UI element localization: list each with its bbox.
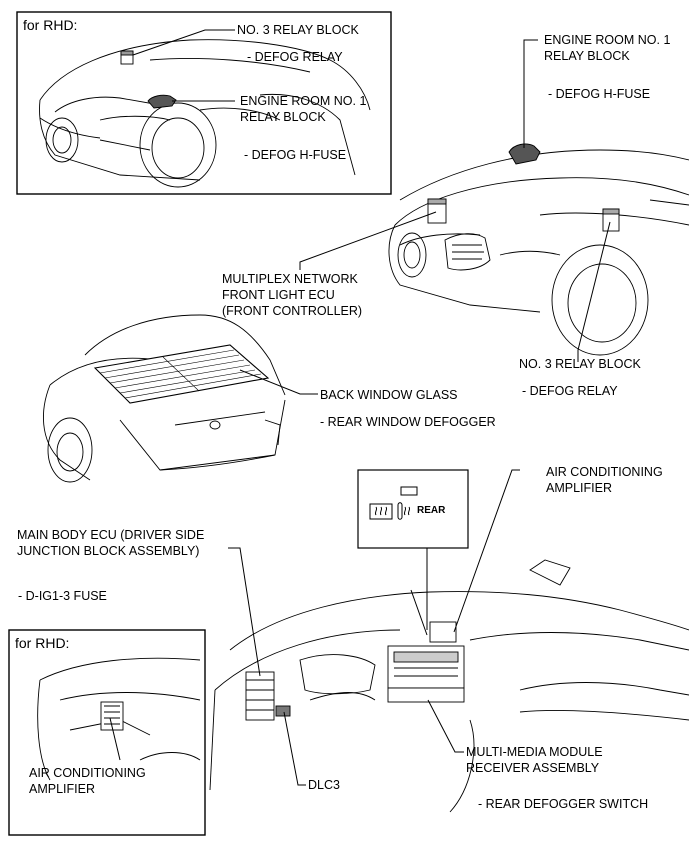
- main-body-ecu-1: MAIN BODY ECU (DRIVER SIDE: [17, 528, 205, 542]
- back-window-title: BACK WINDOW GLASS: [320, 388, 458, 402]
- inset-bottom-leaders: [109, 717, 121, 761]
- front-engine-item: - DEFOG H-FUSE: [548, 87, 651, 101]
- inset-relay3-item: - DEFOG RELAY: [247, 50, 343, 64]
- inset-top-leaders: [132, 29, 235, 102]
- switch-callout-box: [357, 469, 469, 549]
- rear-car-leaders: [239, 369, 318, 395]
- inset-relay3-title: NO. 3 RELAY BLOCK: [237, 23, 359, 37]
- switch-indicator: [400, 486, 418, 496]
- inset-top-header: for RHD:: [23, 17, 78, 33]
- inset-engine-title-1: ENGINE ROOM NO. 1: [240, 94, 367, 108]
- inset-engine-item: - DEFOG H-FUSE: [244, 148, 347, 162]
- multimedia-receiver-2: RECEIVER ASSEMBLY: [466, 761, 600, 775]
- main-body-ecu-item: - D-IG1-3 FUSE: [18, 589, 107, 603]
- dashboard-drawing: [209, 559, 689, 813]
- inset-top-frame: [16, 11, 392, 195]
- inset-bottom-drawing: [37, 657, 201, 781]
- rear-defog-icon: [397, 502, 411, 520]
- rear-car-drawing: [42, 314, 286, 483]
- inset-ac-amplifier-2: AMPLIFIER: [29, 782, 95, 796]
- front-engine-title-2: RELAY BLOCK: [544, 49, 630, 63]
- multimedia-receiver-item: - REAR DEFOGGER SWITCH: [478, 797, 649, 811]
- rear-switch-label: REAR: [417, 505, 446, 516]
- multiplex-ecu-2: FRONT LIGHT ECU: [222, 288, 335, 302]
- front-engine-title-1: ENGINE ROOM NO. 1: [544, 33, 671, 47]
- multimedia-receiver-1: MULTI-MEDIA MODULE: [466, 745, 603, 759]
- multiplex-ecu-1: MULTIPLEX NETWORK: [222, 272, 358, 286]
- inset-top-car-drawing: [39, 39, 371, 188]
- front-car-leaders: [299, 39, 611, 362]
- dashboard-leaders: [228, 469, 520, 786]
- back-window-grid: [99, 349, 262, 399]
- ac-amplifier-1: AIR CONDITIONING: [546, 465, 663, 479]
- main-body-ecu-2: JUNCTION BLOCK ASSEMBLY): [17, 544, 200, 558]
- inset-bottom-frame: [8, 629, 206, 836]
- inset-ac-amplifier-1: AIR CONDITIONING: [29, 766, 146, 780]
- inset-bottom-header: for RHD:: [15, 635, 70, 651]
- front-defog-icon: [369, 503, 393, 520]
- multiplex-ecu-3: (FRONT CONTROLLER): [222, 304, 363, 318]
- front-car-drawing: [388, 143, 689, 356]
- front-relay3-title: NO. 3 RELAY BLOCK: [519, 357, 641, 371]
- back-window-item: - REAR WINDOW DEFOGGER: [320, 415, 496, 429]
- dlc3-label: DLC3: [308, 778, 340, 792]
- ac-amplifier-2: AMPLIFIER: [546, 481, 612, 495]
- inset-engine-title-2: RELAY BLOCK: [240, 110, 326, 124]
- front-relay3-item: - DEFOG RELAY: [522, 384, 618, 398]
